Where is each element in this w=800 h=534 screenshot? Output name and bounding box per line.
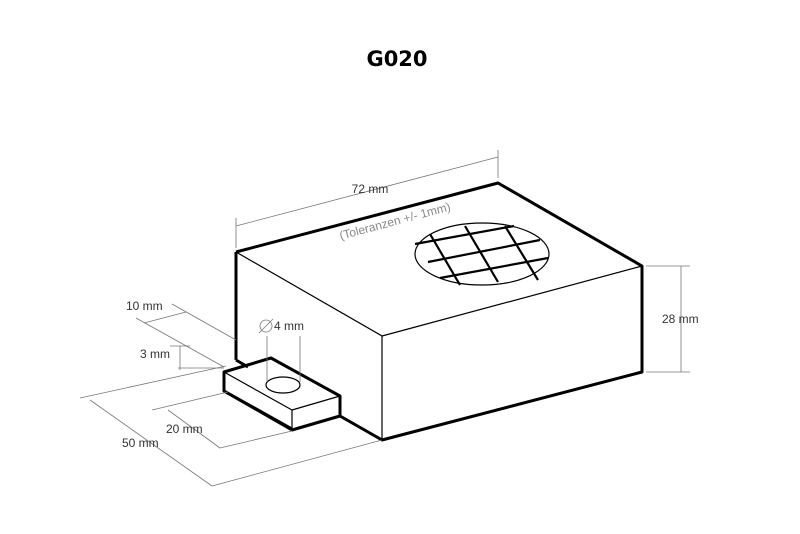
speaker-grille — [414, 222, 550, 286]
dimension-depth-label: 50 mm — [122, 436, 159, 450]
grille-line — [464, 225, 499, 283]
grille-ellipse — [414, 222, 550, 286]
dimension-length-label: 72 mm — [352, 182, 389, 196]
dimension-hole: 4 mm — [258, 318, 304, 382]
dimension-length: 72 mm (Toleranzen +/- 1mm) — [235, 150, 499, 248]
grille-line — [429, 233, 461, 286]
tab-top-edge — [291, 395, 341, 411]
diameter-icon — [259, 319, 273, 333]
dimension-tab-width: 20 mm — [79, 365, 293, 449]
dimension-tab-thickness: 3 mm — [140, 345, 224, 370]
dimension-depth: 50 mm — [89, 399, 383, 487]
dimension-tab-width-label: 20 mm — [166, 422, 203, 436]
grille-line — [504, 225, 539, 281]
mounting-tab — [222, 356, 342, 432]
dimension-tab-length: 10 mm — [126, 299, 237, 368]
dimension-height: 28 mm — [646, 265, 699, 373]
enclosure-body — [223, 181, 644, 442]
dimension-height-label: 28 mm — [662, 312, 699, 326]
grille-line — [414, 224, 515, 246]
tab-front-edge — [223, 371, 293, 411]
dimension-tab-length-label: 10 mm — [126, 299, 163, 313]
tab-outline — [222, 356, 342, 432]
drawing-title: G020 — [366, 47, 427, 71]
dimension-hole-label: 4 mm — [274, 319, 304, 333]
diameter-icon-slash — [258, 318, 274, 334]
grille-line — [439, 256, 549, 280]
dimension-tab-thickness-label: 3 mm — [140, 347, 170, 361]
front-top-edge — [235, 251, 383, 337]
grille-line — [427, 238, 541, 264]
top-right-edge — [381, 265, 643, 337]
tab-hole — [265, 376, 301, 394]
enclosure-outline — [223, 181, 644, 442]
